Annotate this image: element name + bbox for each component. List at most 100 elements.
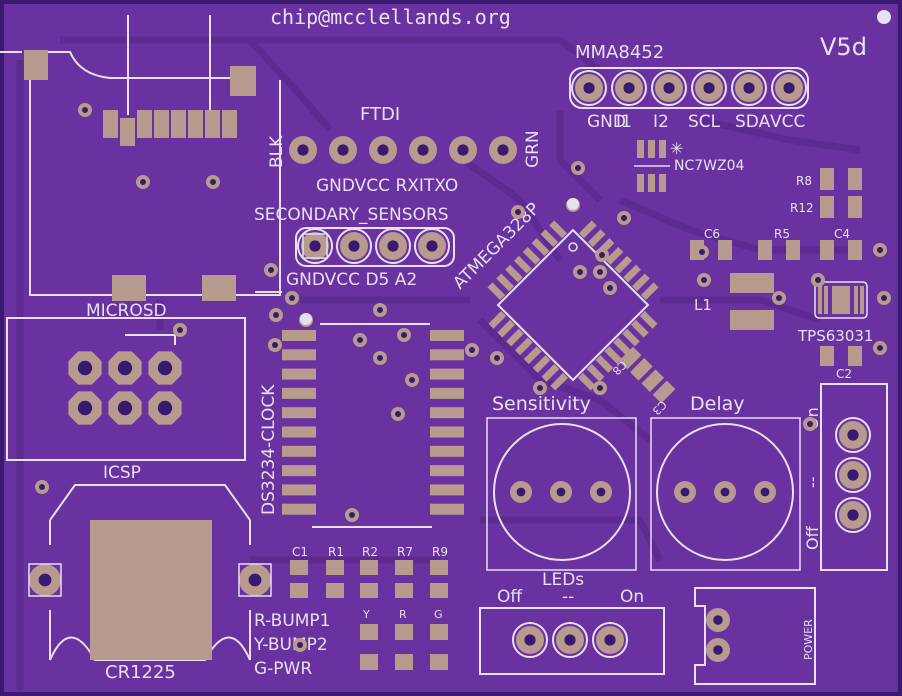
ds3234-pad-left-6 — [282, 426, 316, 438]
nc7wz04-label: NC7WZ04 — [674, 158, 744, 174]
ftdi-pin-6 — [489, 136, 517, 164]
mounting-dot — [877, 10, 891, 24]
via-31 — [697, 273, 711, 287]
mma8452-pin-5 — [731, 70, 767, 106]
secondary-pin-4 — [414, 228, 450, 264]
delay-pin-2 — [714, 481, 736, 503]
passive-pad-top-2 — [326, 560, 344, 575]
ftdi-pins-label: GNDVCC RXITXO — [316, 176, 458, 196]
via-18 — [511, 205, 525, 219]
c6-label: C6 — [704, 227, 720, 241]
r9-label: R9 — [432, 545, 448, 559]
g-label: G — [434, 608, 443, 621]
atmega-pad-top-6 — [623, 264, 641, 283]
passive-pad-top-4 — [395, 560, 413, 575]
atmega-pad-right-7 — [586, 364, 605, 382]
delay-label: Delay — [690, 393, 745, 415]
ds3234-pad-left-7 — [282, 445, 316, 457]
via-35 — [873, 243, 887, 257]
mma8452-header — [569, 67, 809, 109]
atmega-pad-bottom-5 — [523, 346, 542, 365]
atmega-pad-bottom-4 — [515, 337, 533, 356]
via-22 — [595, 248, 609, 262]
ds3234-pad-right-7 — [430, 445, 464, 457]
atmega-pad-left-3 — [531, 238, 550, 256]
switch-dash-label: -- — [803, 476, 822, 488]
via-9 — [35, 480, 49, 494]
leds-switch — [479, 607, 665, 675]
led-pad-top-3 — [430, 624, 448, 640]
atmega-pad-right-4 — [613, 337, 631, 356]
ds3234-pad-right-2 — [430, 349, 464, 361]
via-26 — [465, 343, 479, 357]
via-15 — [391, 407, 405, 421]
power-switch-pin-1 — [835, 417, 871, 453]
tps63031-chip — [814, 281, 868, 319]
power-label: POWER — [802, 619, 815, 660]
icsp-pin-2 — [108, 351, 142, 385]
atmega-pad-left-1 — [549, 220, 567, 239]
via-16 — [345, 508, 359, 522]
c1-label: C1 — [292, 545, 308, 559]
via-6 — [173, 323, 187, 337]
via-37 — [293, 638, 307, 652]
c6-r5-c4-components — [690, 240, 862, 260]
atmega-pad-bottom-3 — [506, 328, 524, 347]
fiducial-mark-2 — [300, 313, 312, 325]
mma-pin-i1: I1 — [616, 112, 632, 132]
atmega-pad-bottom-6 — [532, 355, 551, 373]
atmega-pad-top-2 — [587, 229, 606, 248]
via-7 — [268, 338, 282, 352]
ftdi-blk-label: BLK — [267, 135, 287, 168]
atmega-pad-right-3 — [622, 328, 640, 347]
ds3234-chip — [282, 323, 464, 528]
ftdi-pin-4 — [409, 136, 437, 164]
battery-pad-right — [239, 564, 271, 596]
ds3234-pad-left-1 — [282, 330, 316, 341]
atmega-pad-left-2 — [540, 229, 559, 248]
via-10 — [373, 303, 387, 317]
atmega-pad-top-1 — [579, 220, 597, 239]
icsp-pin-5 — [108, 391, 142, 425]
ds3234-pad-right-3 — [430, 368, 464, 380]
r5-label: R5 — [774, 227, 790, 241]
y-label: Y — [362, 608, 370, 621]
sensitivity-potentiometer — [486, 417, 637, 571]
passive-pad-bottom-3 — [360, 583, 378, 598]
cr1225-label: CR1225 — [105, 662, 176, 683]
atmega-pad-right-1 — [639, 311, 658, 329]
passive-pad-bottom-2 — [326, 583, 344, 598]
atmega-pad-bottom-1 — [488, 311, 507, 329]
ftdi-label: FTDI — [360, 104, 400, 125]
via-25 — [603, 281, 617, 295]
ds3234-label: DS3234-CLOCK — [259, 384, 279, 515]
atmega-pad-left-5 — [513, 255, 532, 274]
power-connector-pin-1 — [706, 608, 730, 632]
atmega-pad-left-7 — [496, 273, 514, 292]
via-5 — [285, 291, 299, 305]
secondary-pins-label: GNDVCC D5 A2 — [286, 270, 417, 290]
ds3234-pad-left-8 — [282, 465, 316, 477]
led-pad-top-1 — [360, 624, 378, 640]
ds3234-pad-right-5 — [430, 407, 464, 419]
via-1 — [78, 103, 92, 117]
secondary-pin-3 — [375, 228, 411, 264]
atmega-pad-top-4 — [605, 247, 624, 265]
r-label: R — [399, 608, 407, 621]
via-8 — [269, 308, 283, 322]
mma8452-pin-3 — [651, 70, 687, 106]
microsd-label: MICROSD — [86, 301, 167, 321]
battery-pad-left — [29, 564, 61, 596]
ds3234-pad-right-1 — [430, 330, 464, 341]
bump1-label: R-BUMP1 — [254, 611, 331, 631]
nc7wz04-chip: ✳ — [634, 139, 683, 192]
microsd-socket — [0, 15, 282, 301]
via-2 — [136, 175, 150, 189]
email-label: chip@mcclellands.org — [270, 5, 511, 29]
via-38 — [811, 273, 825, 287]
atmega-pad-top-5 — [614, 255, 633, 274]
via-36 — [803, 417, 817, 431]
secondary-sensors-header — [295, 227, 455, 267]
sensitivity-label: Sensitivity — [492, 393, 591, 415]
r1-label: R1 — [328, 545, 344, 559]
